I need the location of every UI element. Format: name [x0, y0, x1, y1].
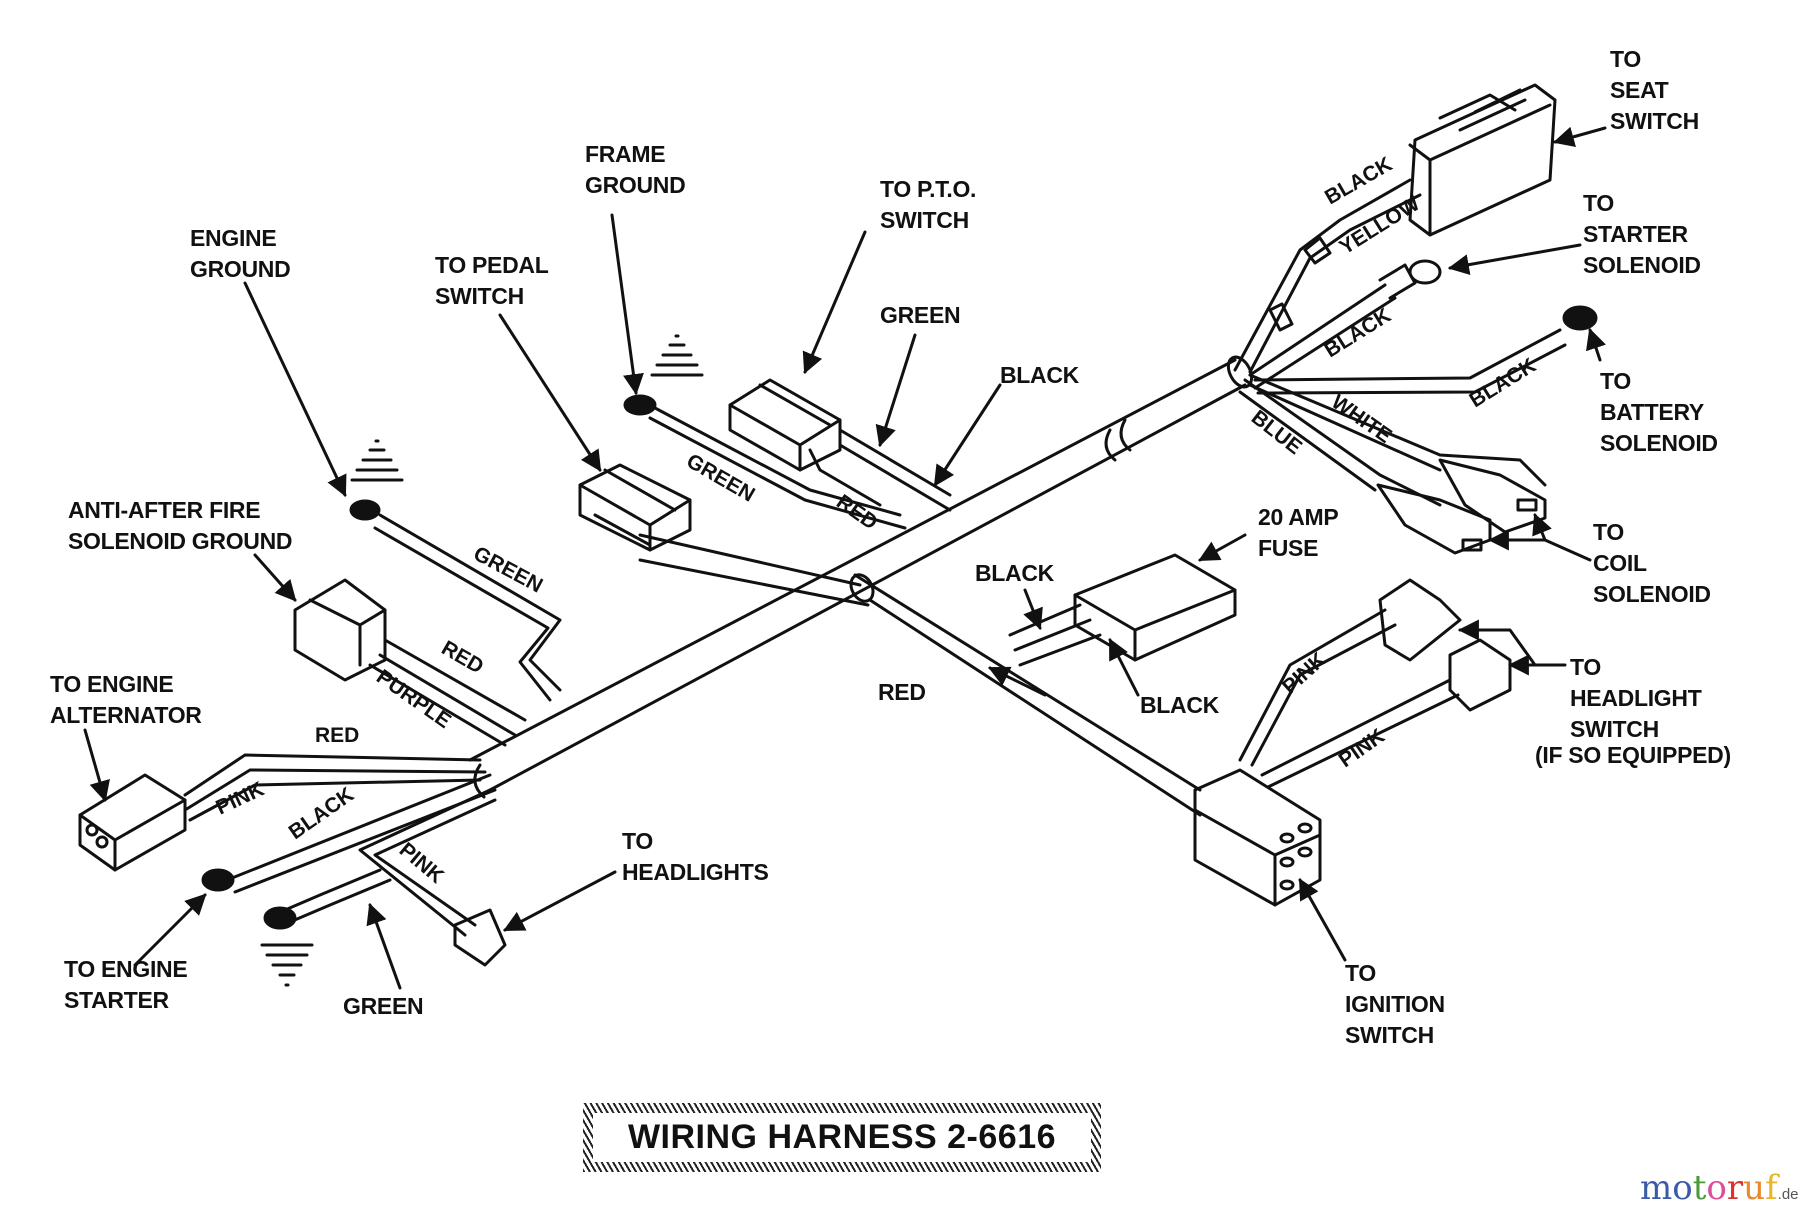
diagram-title: WIRING HARNESS 2-6616 — [627, 1118, 1057, 1156]
watermark-logo: motoruf.de — [1640, 1168, 1799, 1208]
arrow-pedal-switch — [498, 313, 602, 472]
arrow-black-pto — [933, 383, 1002, 487]
label-to-starter-solenoid: TO STARTER SOLENOID — [1583, 190, 1701, 278]
label-to-pto-switch: TO P.T.O. SWITCH — [880, 176, 977, 233]
label-to-coil-solenoid: TO COIL SOLENOID — [1593, 519, 1711, 607]
label-if-so-equipped: (IF SO EQUIPPED) — [1535, 742, 1731, 768]
wire-label-red-pto: RED — [832, 490, 882, 534]
label-frame-ground: FRAME GROUND — [585, 141, 686, 198]
wire-label-pink-alt: PINK — [212, 777, 267, 819]
watermark-suffix: .de — [1777, 1186, 1799, 1203]
arrow-coil-solenoid-1 — [1532, 513, 1592, 562]
watermark-letters: motoruf — [1640, 1168, 1778, 1208]
arrow-seat-switch — [1552, 126, 1607, 148]
arrow-frame-ground — [610, 213, 644, 396]
label-to-headlights: TO HEADLIGHTS — [622, 828, 769, 885]
pto-switch-connector — [728, 378, 952, 512]
ignition-switch-connector — [1193, 768, 1322, 907]
watermark-letter: f — [1765, 1168, 1778, 1208]
title-box: WIRING HARNESS 2-6616 — [583, 1103, 1101, 1172]
battery-solenoid-terminal — [1253, 305, 1598, 395]
arrow-green-pto — [875, 333, 917, 448]
label-to-seat-switch: TO SEAT SWITCH — [1610, 46, 1699, 134]
label-black-pto: BLACK — [1000, 362, 1079, 388]
label-black-fuse-top: BLACK — [975, 560, 1054, 586]
wire-label-yellow-seat: YELLOW — [1335, 192, 1424, 259]
pedal-switch-connector — [578, 463, 692, 552]
arrow-engine-ground — [243, 281, 347, 497]
label-green-pto: GREEN — [880, 302, 961, 328]
seat-switch-connector — [1233, 83, 1557, 374]
label-fuse-20-amp: 20 AMP FUSE — [1258, 504, 1339, 561]
leader-arrows — [83, 126, 1607, 990]
wire-labels: BLACK YELLOW BLACK BLACK WHITE BLUE GREE… — [212, 153, 1540, 888]
arrow-red-fuse — [988, 666, 1047, 697]
wire-label-black-starter-eng: BLACK — [285, 783, 358, 844]
arrow-anti-after-fire — [253, 553, 297, 602]
arrow-black-fuse-top — [1023, 588, 1043, 630]
engine-ground-terminal — [349, 499, 562, 702]
arrow-green-bottom — [366, 903, 402, 990]
wire-label-red-alt: RED — [315, 724, 359, 747]
arrow-ignition-switch — [1298, 878, 1347, 962]
alternator-connector — [78, 753, 487, 872]
main-harness-trunk — [468, 355, 1254, 799]
watermark-letter: o — [1672, 1168, 1693, 1208]
arrow-headlights — [503, 870, 617, 932]
starter-solenoid-terminal — [1248, 259, 1442, 390]
arrow-battery-solenoid — [1586, 328, 1606, 362]
arrow-alternator — [83, 728, 110, 803]
wire-label-white-coil: WHITE — [1327, 390, 1396, 448]
watermark-letter: o — [1706, 1168, 1727, 1208]
label-black-fuse-bottom: BLACK — [1140, 692, 1219, 718]
arrow-starter-solenoid — [1447, 243, 1582, 276]
ground-symbol-engine — [350, 439, 404, 482]
frame-ground-terminal — [623, 394, 907, 530]
arrow-pto-switch — [802, 230, 867, 374]
arrow-headlight-switch-1 — [1457, 619, 1567, 667]
label-to-pedal-switch: TO PEDAL SWITCH — [435, 252, 549, 309]
watermark-letter: t — [1692, 1168, 1707, 1208]
label-to-battery-solenoid: TO BATTERY SOLENOID — [1600, 368, 1718, 456]
wire-label-red-anti: RED — [438, 636, 488, 678]
watermark-letter: u — [1743, 1168, 1766, 1208]
watermark-letter: m — [1640, 1168, 1673, 1208]
ground-symbol-frame — [650, 334, 704, 377]
wire-label-black-seat: BLACK — [1321, 153, 1396, 210]
label-green-bottom: GREEN — [343, 993, 424, 1019]
label-engine-ground: ENGINE GROUND — [190, 225, 291, 282]
wire-label-black-starter: BLACK — [1320, 304, 1395, 362]
label-anti-after-fire: ANTI-AFTER FIRE SOLENOID GROUND — [68, 497, 293, 554]
wire-label-black-battery: BLACK — [1465, 354, 1540, 412]
ground-symbol-headlights — [260, 943, 314, 987]
wire-label-pink-headlights: PINK — [395, 838, 448, 888]
headlight-switch-connectors — [1238, 578, 1512, 789]
label-to-engine-starter: TO ENGINE STARTER — [64, 956, 188, 1013]
label-to-ignition-switch: TO IGNITION SWITCH — [1345, 960, 1445, 1048]
headlights-connector — [263, 788, 507, 967]
arrow-fuse — [1198, 533, 1247, 562]
fuse-20-amp — [1008, 553, 1237, 667]
arrow-engine-starter — [133, 893, 207, 967]
ignition-trunk — [593, 513, 1202, 817]
label-red-fuse: RED — [878, 679, 926, 705]
label-to-headlight-switch: TO HEADLIGHT SWITCH — [1570, 654, 1702, 742]
title-inner: WIRING HARNESS 2-6616 — [593, 1113, 1091, 1162]
anti-after-fire-connector — [293, 578, 527, 747]
label-to-engine-alternator: TO ENGINE ALTERNATOR — [50, 671, 202, 728]
watermark-letter: r — [1726, 1168, 1744, 1208]
arrow-black-fuse-bottom — [1108, 638, 1140, 697]
